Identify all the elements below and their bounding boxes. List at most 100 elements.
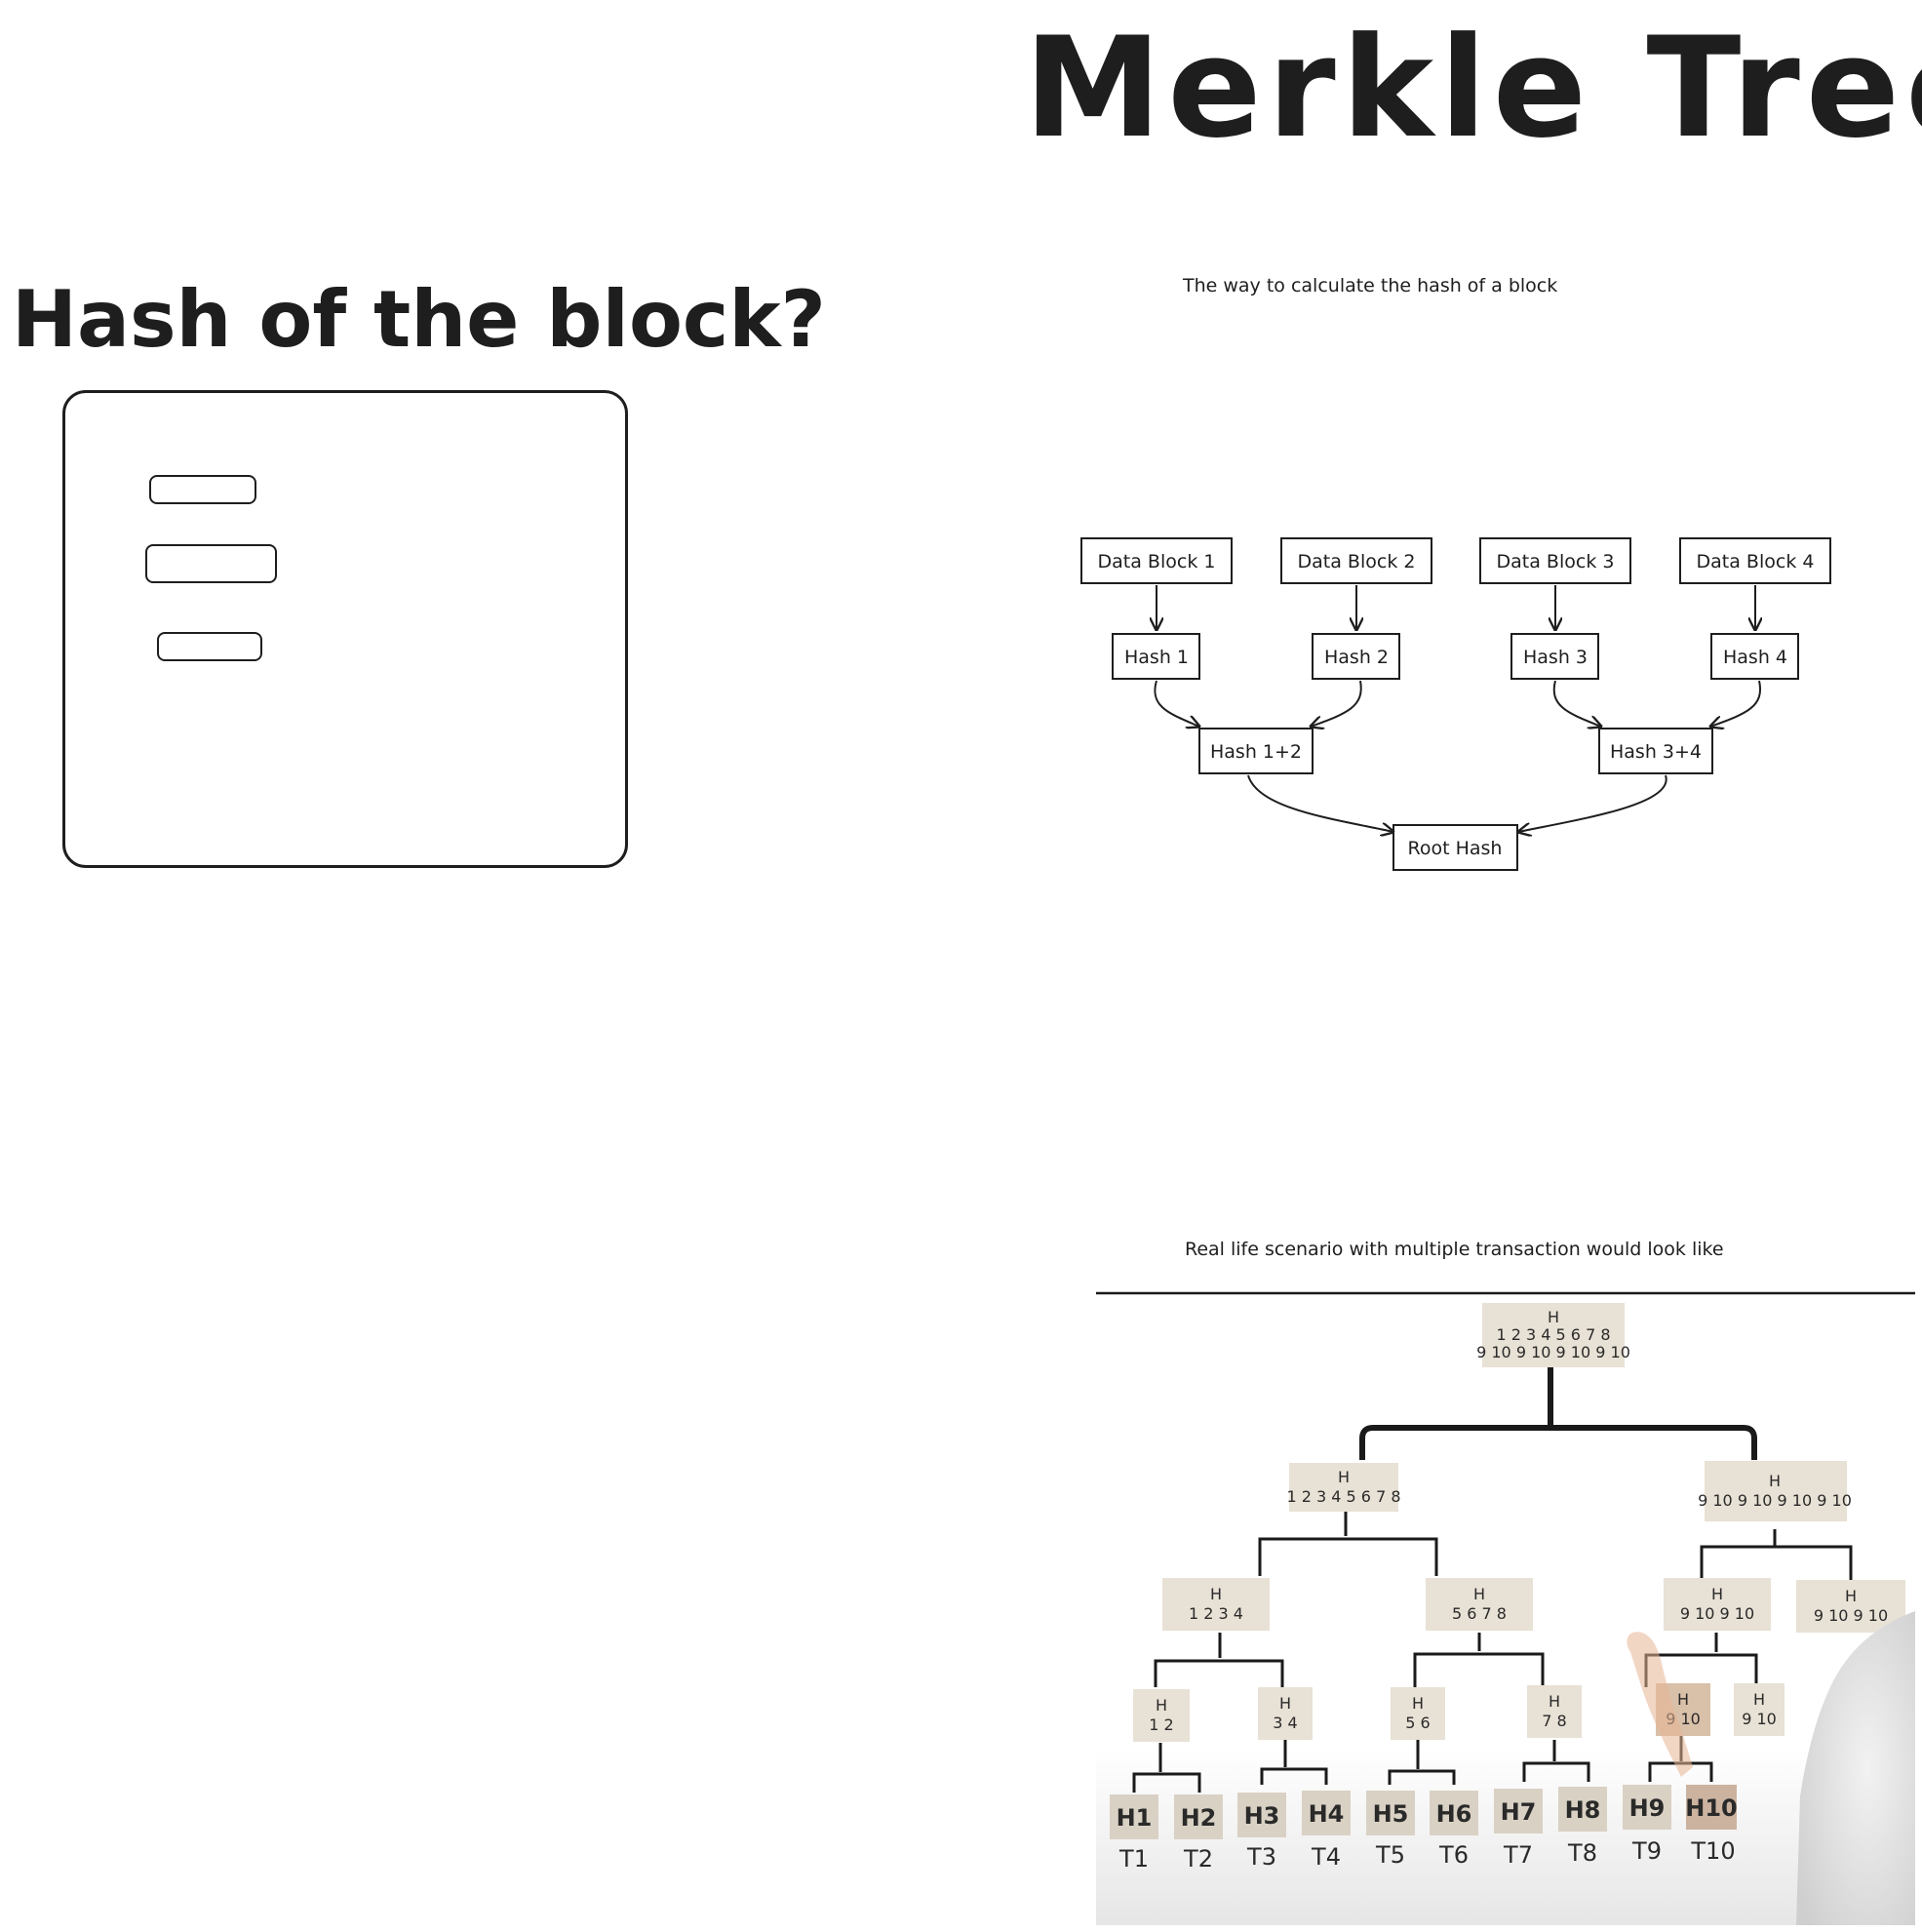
tx-t6-label: T6	[1438, 1841, 1469, 1869]
tx-l3-node-3-line-1: H	[1412, 1694, 1424, 1713]
hash-3-4-box	[1598, 728, 1713, 774]
hash-3-box	[1510, 633, 1599, 680]
tx-l3-node-2-line-1: H	[1279, 1694, 1291, 1713]
tx-l3-node-1-line-2: 1 2	[1149, 1715, 1173, 1734]
tx-l2-node-2	[1426, 1578, 1533, 1631]
tx-l3-node-4-line-2: 7 8	[1542, 1712, 1566, 1730]
tx-t5-label: T5	[1375, 1841, 1405, 1869]
tx-leaf-h9-label: H9	[1629, 1794, 1666, 1822]
arrow-hash34-root	[1518, 774, 1667, 832]
tx-t7-label: T7	[1503, 1841, 1533, 1869]
tx-l3-node-4	[1527, 1685, 1582, 1738]
tx-l1-right-line-2: 9 10 9 10 9 10 9 10	[1698, 1491, 1852, 1510]
block-field-bar-2	[145, 544, 277, 583]
tx-leaf-h3	[1237, 1793, 1286, 1837]
block-sketch-box	[62, 390, 628, 868]
root-connectors	[1359, 1367, 1757, 1460]
tx-l2-node-4-line-1: H	[1845, 1587, 1857, 1605]
tx-t9-label: T9	[1631, 1837, 1662, 1865]
tx-leaf-h8	[1558, 1787, 1607, 1832]
tx-leaf-h1	[1110, 1794, 1158, 1839]
tx-l3-node-1-line-1: H	[1156, 1696, 1167, 1715]
tx-l1-right-line-1: H	[1769, 1472, 1781, 1490]
tx-l1-right-node	[1705, 1461, 1847, 1521]
tx-l2-node-2-line-2: 5 6 7 8	[1452, 1604, 1507, 1623]
tx-leaf-h2	[1174, 1794, 1223, 1839]
block-field-bar-3	[157, 632, 262, 661]
tx-leaf-h8-label: H8	[1565, 1796, 1601, 1824]
hash-1-box	[1112, 633, 1200, 680]
arrow-hash3-hash34	[1552, 680, 1601, 727]
data-block-3-label: Data Block 3	[1497, 551, 1615, 572]
arrow-hash12-root	[1247, 774, 1393, 832]
page-title: Merkle Tree	[1024, 8, 1922, 169]
tx-l2-node-3-line-1: H	[1711, 1585, 1723, 1603]
data-block-4-box	[1679, 537, 1831, 584]
arrow-hash1-hash12	[1154, 680, 1199, 727]
data-block-1-label: Data Block 1	[1098, 551, 1216, 572]
tx-t1-label: T1	[1118, 1845, 1149, 1873]
tx-l2-node-4-line-2: 9 10 9 10	[1814, 1606, 1888, 1625]
transactions-caption: Real life scenario with multiple transac…	[1185, 1239, 1724, 1260]
presenter-hand	[1627, 1632, 1693, 1777]
root-hash-box	[1392, 824, 1518, 871]
tx-l2-node-3	[1664, 1578, 1771, 1631]
hash-3-4-label: Hash 3+4	[1610, 741, 1702, 763]
hash-3-label: Hash 3	[1523, 647, 1588, 668]
tx-l2-node-1-line-1: H	[1210, 1585, 1222, 1603]
tx-root-line-1: H	[1548, 1308, 1559, 1326]
tx-l3-node-6-line-2: 9 10	[1742, 1710, 1777, 1728]
root-hash-label: Root Hash	[1408, 838, 1503, 859]
tx-leaf-h3-label: H3	[1244, 1802, 1280, 1830]
hash-4-box	[1710, 633, 1799, 680]
tx-l2-node-4	[1796, 1580, 1905, 1633]
tx-l2-node-1	[1162, 1578, 1270, 1631]
tx-l2-node-1-line-2: 1 2 3 4	[1189, 1604, 1243, 1623]
data-block-3-box	[1479, 537, 1631, 584]
tx-leaf-h5	[1366, 1791, 1415, 1835]
tx-t2-label: T2	[1183, 1845, 1213, 1873]
tx-root-line-2: 1 2 3 4 5 6 7 8	[1496, 1325, 1610, 1344]
tx-l3-node-2-line-2: 3 4	[1273, 1714, 1297, 1732]
tx-root-node	[1482, 1303, 1625, 1367]
tx-l3-node-5-line-1: H	[1677, 1690, 1689, 1709]
tx-leaf-h10	[1686, 1785, 1737, 1830]
hash-1-2-box	[1198, 728, 1314, 774]
tx-t3-label: T3	[1246, 1843, 1276, 1871]
hash-1-label: Hash 1	[1124, 647, 1189, 668]
hash-4-label: Hash 4	[1723, 647, 1787, 668]
tx-l1-left-line-2: 1 2 3 4 5 6 7 8	[1286, 1487, 1400, 1506]
block-hash-heading: Hash of the block?	[12, 274, 826, 365]
data-block-1-box	[1080, 537, 1233, 584]
hash-2-box	[1312, 633, 1400, 680]
tx-t8-label: T8	[1567, 1839, 1597, 1867]
tx-leaf-h1-label: H1	[1117, 1804, 1153, 1832]
tx-l1-left-line-1: H	[1338, 1468, 1350, 1486]
arrow-hash2-hash12	[1311, 680, 1362, 727]
tx-t10-label: T10	[1690, 1837, 1735, 1865]
arrow-hash4-hash34	[1710, 680, 1762, 727]
tx-leaf-h7-label: H7	[1501, 1798, 1537, 1826]
hash-1-2-label: Hash 1+2	[1210, 741, 1302, 763]
tx-root-line-3: 9 10 9 10 9 10 9 10	[1476, 1343, 1630, 1361]
transaction-tree-photo: H 1 2 3 4 5 6 7 8 9 10 9 10 9 10 9 10 H …	[1096, 1291, 1915, 1925]
merkle-caption: The way to calculate the hash of a block	[1183, 275, 1558, 296]
tx-l3-node-6-line-1: H	[1753, 1690, 1765, 1709]
tx-l3-node-1	[1133, 1689, 1190, 1742]
hash-2-label: Hash 2	[1324, 647, 1389, 668]
tx-leaf-h2-label: H2	[1181, 1804, 1217, 1832]
tree-connectors	[1132, 1512, 1853, 1793]
tx-leaf-h4-label: H4	[1309, 1800, 1345, 1828]
data-block-4-label: Data Block 4	[1697, 551, 1815, 572]
tx-leaf-h6-label: H6	[1436, 1800, 1472, 1828]
tx-leaf-h6	[1430, 1791, 1478, 1835]
block-field-bar-1	[149, 475, 256, 504]
tx-l3-node-3	[1391, 1687, 1445, 1740]
tx-l3-node-3-line-2: 5 6	[1405, 1714, 1430, 1732]
tx-l2-node-2-line-1: H	[1473, 1585, 1485, 1603]
merkle-tree-diagram: Data Block 1 Data Block 2 Data Block 3 D…	[1080, 537, 1831, 871]
presenter-sleeve	[1796, 1611, 1915, 1925]
data-block-2-box	[1280, 537, 1432, 584]
data-block-2-label: Data Block 2	[1298, 551, 1416, 572]
tx-t4-label: T4	[1311, 1843, 1341, 1871]
